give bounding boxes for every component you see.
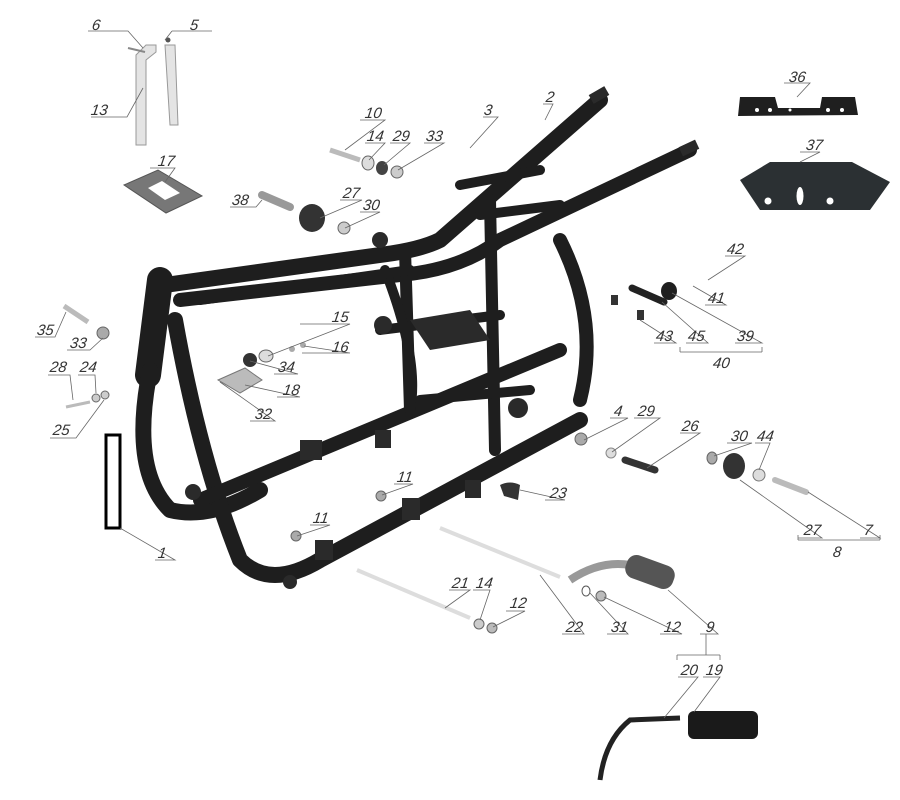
callout-13: 13 [89, 102, 109, 119]
callout-14b: 14 [474, 575, 494, 592]
callout-28: 28 [48, 359, 68, 376]
callout-18: 18 [281, 382, 301, 399]
callout-36: 36 [787, 69, 807, 86]
callout-17: 17 [156, 153, 176, 170]
callout-30b: 30 [729, 428, 749, 445]
part-36-plate [738, 97, 858, 116]
callout-21: 21 [450, 575, 470, 592]
small-parts [62, 147, 809, 781]
part-37-plate [740, 162, 890, 210]
callout-14: 14 [365, 128, 385, 145]
callout-15: 15 [330, 309, 350, 326]
callout-43: 43 [654, 328, 674, 345]
callout-34: 34 [276, 359, 296, 376]
callout-19: 19 [704, 662, 724, 679]
callout-10: 10 [363, 105, 383, 122]
callout-26: 26 [680, 418, 700, 435]
callout-12b: 12 [662, 619, 682, 636]
callout-33: 33 [424, 128, 444, 145]
callout-44: 44 [755, 428, 775, 445]
callout-39: 39 [735, 328, 755, 345]
callout-35: 35 [35, 322, 55, 339]
callout-27b: 27 [802, 522, 822, 539]
callout-22: 22 [564, 619, 584, 636]
callout-29: 29 [391, 128, 411, 145]
leader-lines [35, 30, 882, 719]
callout-31: 31 [609, 619, 629, 636]
callout-12: 12 [508, 595, 528, 612]
callout-16: 16 [330, 339, 350, 356]
callout-30: 30 [361, 197, 381, 214]
part-13-brackets [135, 44, 179, 146]
callout-41: 41 [706, 290, 726, 307]
callout-27: 27 [341, 185, 361, 202]
callout-25: 25 [51, 422, 71, 439]
callout-45: 45 [686, 328, 706, 345]
callout-37: 37 [804, 137, 824, 154]
callout-33b: 33 [68, 335, 88, 352]
callout-11b: 11 [311, 510, 330, 527]
callout-29b: 29 [636, 403, 656, 420]
callout-24: 24 [78, 359, 98, 376]
callout-20: 20 [679, 662, 699, 679]
callout-38: 38 [230, 192, 250, 209]
callout-32: 32 [253, 406, 273, 423]
callout-42: 42 [725, 241, 745, 258]
callout-40: 40 [711, 355, 731, 372]
callout-11: 11 [395, 469, 414, 486]
callout-23: 23 [548, 485, 568, 502]
